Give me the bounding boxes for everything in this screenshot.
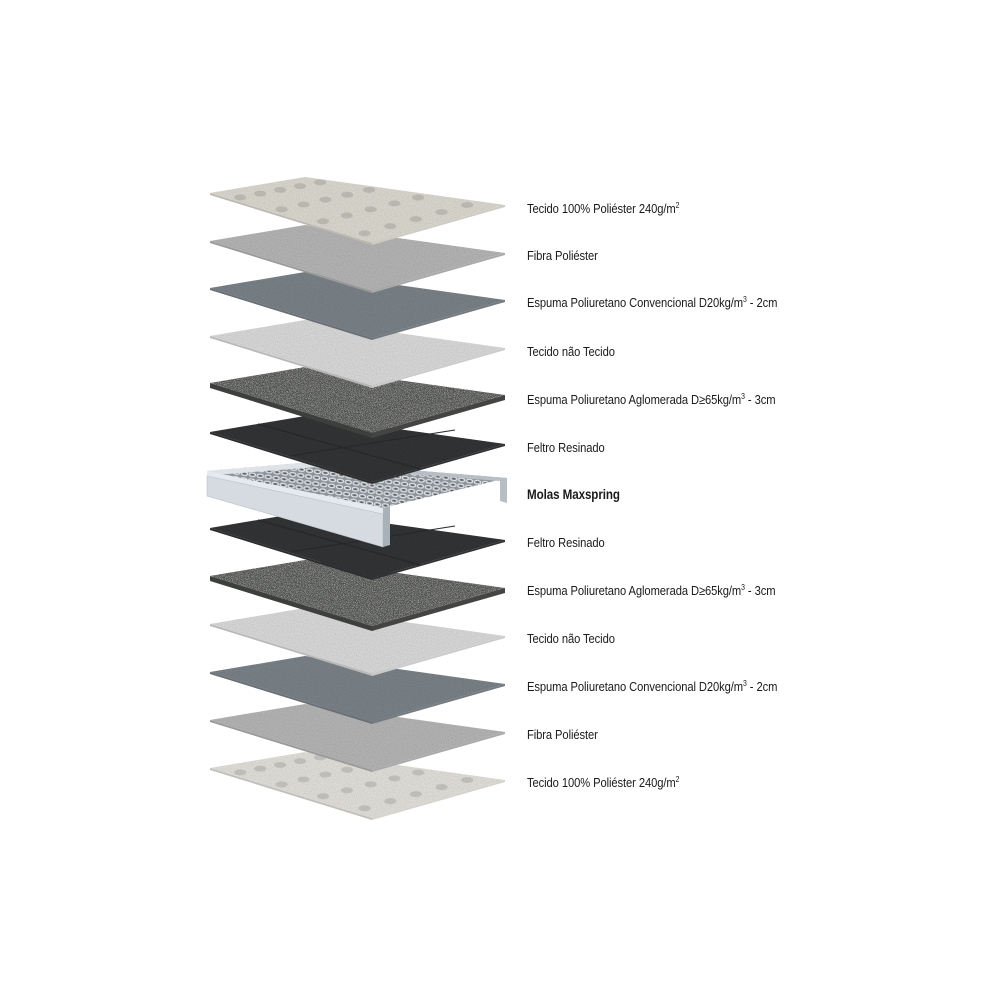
quilt-tuft <box>461 777 474 784</box>
quilt-tuft <box>358 805 371 812</box>
quilt-tuft <box>294 183 307 190</box>
layer-label-9: Espuma Poliuretano Aglomerada D≥65kg/m3 … <box>527 583 776 598</box>
quilt-tuft <box>340 212 353 219</box>
layer-quilted-fabric <box>210 752 505 820</box>
layer-label-7: Molas Maxspring <box>527 487 620 502</box>
layer-label-13: Tecido 100% Poliéster 240g/m2 <box>527 775 680 790</box>
quilt-tuft <box>274 186 287 193</box>
quilt-tuft <box>409 216 422 223</box>
quilt-tuft <box>435 209 448 216</box>
quilt-tuft <box>254 765 267 772</box>
layer-label-10: Tecido não Tecido <box>527 631 615 646</box>
quilt-tuft <box>384 798 397 805</box>
quilt-tuft <box>317 793 330 800</box>
layer-conventional-foam <box>210 656 505 724</box>
quilt-tuft <box>314 179 327 186</box>
layer-label-3: Espuma Poliuretano Convencional D20kg/m3… <box>527 295 778 310</box>
layer-agglomerated-foam <box>210 560 505 631</box>
layer-label-1: Tecido 100% Poliéster 240g/m2 <box>527 201 680 216</box>
quilt-tuft <box>275 781 288 788</box>
quilt-tuft <box>317 218 330 225</box>
quilt-tuft <box>341 191 354 198</box>
layer-resin-felt <box>210 416 505 484</box>
quilt-tuft <box>364 781 377 788</box>
quilt-tuft <box>412 769 425 776</box>
quilt-tuft <box>234 769 247 776</box>
quilt-tuft <box>319 196 332 203</box>
layer-quilted-fabric <box>210 177 505 245</box>
layer-resin-felt <box>210 512 505 580</box>
quilt-tuft <box>409 791 422 798</box>
quilt-tuft <box>384 223 397 230</box>
quilt-tuft <box>388 200 401 207</box>
quilt-tuft <box>275 206 288 213</box>
layer-label-4: Tecido não Tecido <box>527 344 615 359</box>
quilt-tuft <box>461 202 474 209</box>
quilt-tuft <box>294 758 307 765</box>
quilt-tuft <box>363 186 376 193</box>
layer-label-6: Feltro Resinado <box>527 440 605 455</box>
layer-label-5: Espuma Poliuretano Aglomerada D≥65kg/m3 … <box>527 392 776 407</box>
quilt-tuft <box>254 190 267 197</box>
layer-spring-unit <box>206 462 507 548</box>
quilt-tuft <box>297 201 310 208</box>
layer-label-12: Fibra Poliéster <box>527 727 598 742</box>
layer-polyester-fiber <box>210 704 505 772</box>
layer-non-woven-fabric <box>210 608 505 676</box>
quilt-tuft <box>412 194 425 201</box>
quilt-tuft <box>341 766 354 773</box>
quilt-tuft <box>435 784 448 791</box>
quilt-tuft <box>364 206 377 213</box>
layer-conventional-foam <box>210 272 505 340</box>
quilt-tuft <box>340 787 353 794</box>
layer-label-8: Feltro Resinado <box>527 535 605 550</box>
quilt-tuft <box>358 230 371 237</box>
quilt-tuft <box>319 771 332 778</box>
quilt-tuft <box>297 776 310 783</box>
layer-non-woven-fabric <box>210 320 505 388</box>
layer-polyester-fiber <box>210 225 505 293</box>
layer-label-11: Espuma Poliuretano Convencional D20kg/m3… <box>527 679 778 694</box>
quilt-tuft <box>234 194 247 201</box>
layer-agglomerated-foam <box>210 367 505 438</box>
layer-label-2: Fibra Poliéster <box>527 248 598 263</box>
quilt-tuft <box>388 775 401 782</box>
quilt-tuft <box>274 761 287 768</box>
